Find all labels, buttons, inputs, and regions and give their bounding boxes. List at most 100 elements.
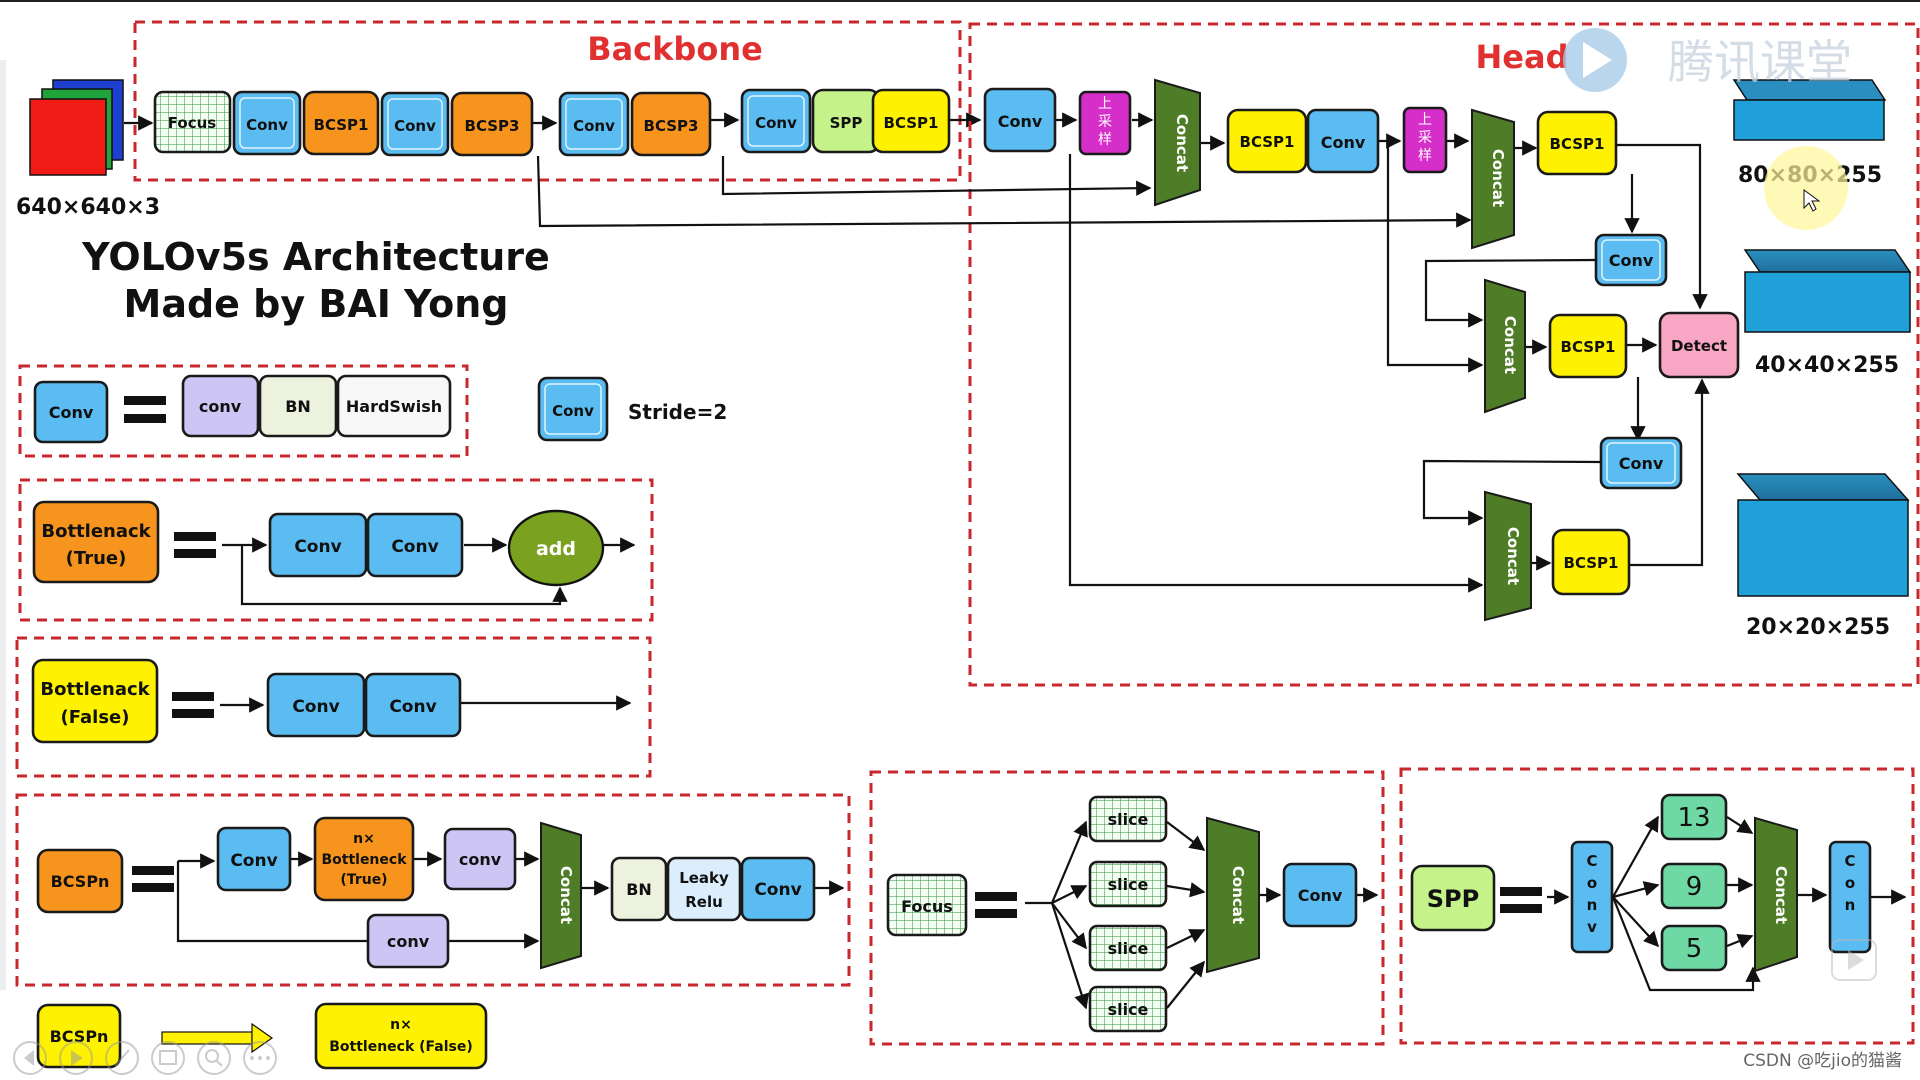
svg-text:n×: n× (390, 1017, 412, 1033)
svg-text:采: 采 (1418, 130, 1432, 146)
svg-text:slice: slice (1108, 810, 1149, 829)
svg-text:slice: slice (1108, 939, 1149, 958)
concat-4[interactable]: Concat (1484, 490, 1532, 622)
bcspn-block: BCSPn (36, 848, 124, 914)
svg-text:Concat: Concat (1173, 114, 1191, 172)
svg-text:9: 9 (1686, 872, 1703, 902)
block-conv-1[interactable]: Conv (232, 90, 302, 156)
output-cube-80 (1732, 79, 1887, 141)
svg-text:Concat: Concat (1229, 866, 1247, 924)
svg-text:o: o (1587, 874, 1597, 892)
concat-2[interactable]: Concat (1471, 108, 1515, 250)
skip-bcsp3-concat1 (721, 156, 1152, 196)
equals-icon (172, 692, 214, 718)
svg-text:conv: conv (199, 397, 242, 416)
head-conv-4[interactable]: Conv (1599, 436, 1683, 490)
head-bcsp1-3[interactable]: BCSP1 (1548, 313, 1628, 379)
block-spp[interactable]: SPP (811, 88, 881, 154)
svg-text:Conv: Conv (230, 851, 277, 871)
svg-text:Focus: Focus (901, 897, 953, 916)
block-conv-2[interactable]: Conv (380, 91, 450, 157)
svg-text:Conv: Conv (1609, 251, 1654, 270)
block-bcsp1-2[interactable]: BCSP1 (871, 88, 951, 154)
head-bcsp1-4[interactable]: BCSP1 (1551, 528, 1631, 596)
block-conv-4[interactable]: Conv (740, 88, 812, 154)
slides-icon[interactable] (151, 1041, 185, 1075)
head-bcsp1-2[interactable]: BCSP1 (1536, 110, 1618, 176)
head-conv-3[interactable]: Conv (1594, 233, 1668, 287)
detect-block[interactable]: Detect (1658, 311, 1740, 379)
head-conv-2[interactable]: Conv (1306, 108, 1380, 174)
svg-text:BCSP3: BCSP3 (465, 117, 520, 135)
block-conv-3[interactable]: Conv (558, 91, 630, 157)
svg-text:Conv: Conv (552, 402, 594, 420)
more-icon[interactable] (243, 1041, 277, 1075)
svg-text:Conv: Conv (754, 880, 801, 900)
svg-text:BN: BN (626, 880, 652, 899)
skip-bcsp3-concat2 (536, 155, 1472, 228)
arrow-bt-residual (240, 545, 568, 606)
svg-text:BCSP1: BCSP1 (884, 114, 939, 132)
svg-text:SPP: SPP (830, 114, 863, 132)
svg-text:n: n (1587, 896, 1598, 914)
head-title: Head (1476, 38, 1569, 76)
legend-spp-region (1399, 767, 1915, 1045)
pen-icon[interactable] (105, 1041, 139, 1075)
spp-branch-5 (1612, 896, 1660, 948)
svg-text:Conv: Conv (389, 697, 436, 717)
head-bcsp1-1[interactable]: BCSP1 (1226, 108, 1308, 174)
legend-hardswish-part: HardSwish (336, 374, 452, 438)
svg-text:Conv: Conv (755, 114, 797, 132)
focus-slice-3: slice (1088, 924, 1168, 972)
concat-1[interactable]: Concat (1154, 78, 1201, 207)
svg-text:Concat: Concat (1504, 527, 1522, 585)
block-bcsp1-1[interactable]: BCSP1 (302, 90, 380, 156)
block-focus[interactable]: Focus (153, 90, 232, 154)
svg-text:BCSP1: BCSP1 (1561, 338, 1616, 356)
upsample-2[interactable]: 上 采 样 (1402, 106, 1448, 174)
svg-text:Concat: Concat (1772, 866, 1790, 924)
svg-text:上: 上 (1098, 96, 1112, 112)
focus-merge-2 (1166, 882, 1206, 898)
yellow-arrow-icon (161, 1022, 274, 1054)
spp-pool-13: 13 (1660, 793, 1728, 841)
side-play-icon[interactable] (1831, 939, 1877, 981)
title-line-2: Made by BAI Yong (124, 282, 509, 326)
bottleneck-false-conv-2: Conv (364, 672, 462, 738)
svg-text:v: v (1587, 918, 1597, 936)
output-cube-40 (1743, 249, 1912, 333)
arrow-conv3-concat3 (1424, 258, 1597, 328)
legend-bottleneck-true-region (18, 478, 654, 622)
spp-conv-vertical-2: C o n (1828, 840, 1872, 954)
output-label-40: 40×40×255 (1755, 353, 1899, 378)
concat-3[interactable]: Concat (1484, 278, 1526, 414)
head-conv-1[interactable]: Conv (983, 87, 1057, 153)
focus-branch-3 (1051, 902, 1087, 950)
bcspn-conv-lower: conv (366, 913, 450, 969)
spp-pool-5: 5 (1660, 924, 1728, 972)
block-bcsp3-2[interactable]: BCSP3 (630, 91, 712, 157)
legend-focus-region (869, 770, 1385, 1046)
svg-text:Detect: Detect (1671, 337, 1727, 355)
svg-text:Focus: Focus (168, 114, 217, 132)
svg-text:Conv: Conv (49, 403, 94, 422)
svg-text:Relu: Relu (685, 893, 723, 911)
bcspn-leaky-relu: Leaky Relu (666, 856, 742, 922)
focus-conv: Conv (1282, 862, 1358, 928)
focus-branch-1 (1050, 820, 1088, 904)
svg-text:C: C (1844, 852, 1855, 870)
focus-slice-2: slice (1088, 860, 1168, 908)
prev-icon[interactable] (13, 1041, 47, 1075)
zoom-icon[interactable] (197, 1041, 231, 1075)
svg-text:Bottlenack: Bottlenack (40, 679, 150, 700)
svg-text:Conv: Conv (292, 697, 339, 717)
bcspn-conv: Conv (216, 826, 292, 892)
upsample-1[interactable]: 上 采 样 (1078, 90, 1132, 156)
arrow-bcsp4-detect (1630, 378, 1710, 567)
svg-text:采: 采 (1098, 114, 1112, 130)
block-bcsp3-1[interactable]: BCSP3 (450, 91, 534, 157)
play-icon[interactable] (59, 1041, 93, 1075)
svg-text:HardSwish: HardSwish (346, 397, 442, 416)
svg-text:上: 上 (1418, 112, 1432, 128)
bcspn-conv-upper: conv (443, 827, 517, 891)
